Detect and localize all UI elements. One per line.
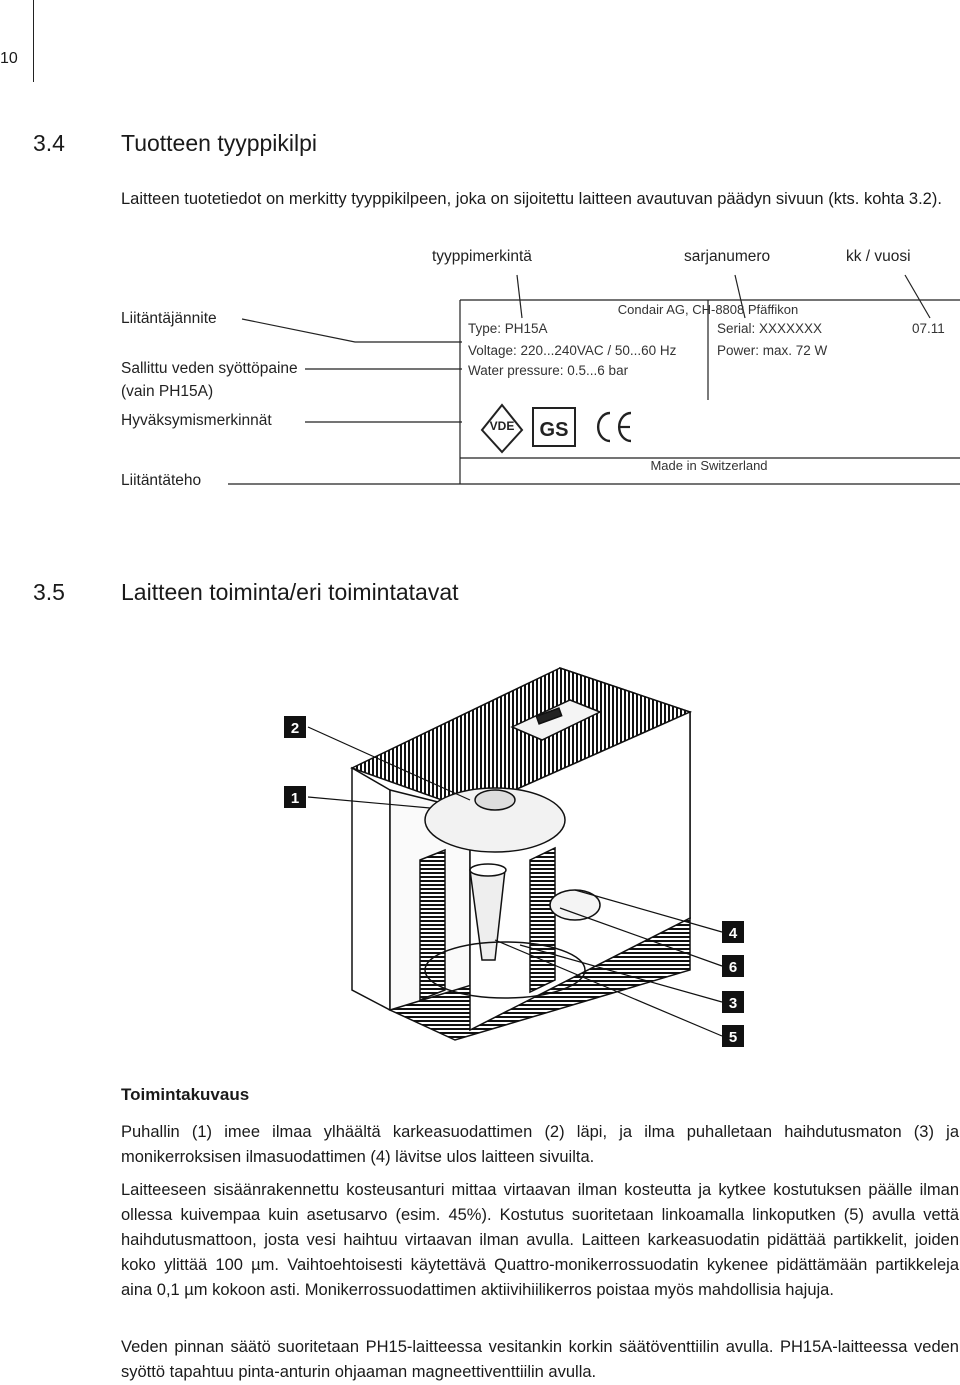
label-approvals: Hyväksymismerkinnät	[121, 412, 272, 429]
label-water-pressure-note: (vain PH15A)	[121, 383, 214, 400]
gs-mark-icon: GS	[532, 407, 576, 447]
callout-3: 3	[722, 991, 744, 1013]
plate-water-pressure: Water pressure: 0.5...6 bar	[468, 363, 629, 378]
label-water-pressure: Sallittu veden syöttöpaine	[121, 360, 298, 377]
description-paragraph-3: Veden pinnan säätö suoritetaan PH15-lait…	[121, 1338, 959, 1381]
svg-text:5: 5	[729, 1029, 737, 1046]
svg-text:6: 6	[729, 959, 737, 976]
svg-text:VDE: VDE	[490, 419, 515, 433]
plate-date: 07.11	[912, 321, 945, 336]
callout-6: 6	[722, 955, 744, 977]
label-power: Liitäntäteho	[121, 472, 202, 489]
description-heading: Toimintakuvaus	[121, 1085, 250, 1104]
plate-serial: Serial: XXXXXXX	[717, 321, 822, 336]
plate-power: Power: max. 72 W	[717, 343, 828, 358]
plate-voltage: Voltage: 220...240VAC / 50...60 Hz	[468, 343, 677, 358]
plate-manufacturer: Condair AG, CH-8808 Pfäffikon	[618, 302, 798, 317]
vde-mark-icon: VDE	[480, 403, 524, 454]
svg-text:GS: GS	[540, 419, 569, 441]
device-cutaway-illustration: 2 1 4 6 3 5	[284, 666, 744, 1047]
section-number: 3.5	[33, 579, 65, 605]
nameplate-diagram: Condair AG, CH-8808 Pfäffikon Type: PH15…	[228, 274, 960, 485]
label-month-year: kk / vuosi	[846, 248, 911, 265]
label-supply-voltage: Liitäntäjännite	[121, 310, 217, 327]
section-heading-3-5: 3.5 Laitteen toiminta/eri toimintatavat	[33, 579, 459, 606]
callout-4: 4	[722, 921, 744, 943]
section-title: Tuotteen tyyppikilpi	[121, 130, 318, 156]
description-paragraph-2: Laitteeseen sisäänrakennettu kosteusantu…	[121, 1181, 959, 1299]
page-number: 10	[0, 50, 18, 67]
label-type-designation: tyyppimerkintä	[432, 248, 532, 265]
section-intro: Laitteen tuotetiedot on merkitty tyyppik…	[121, 190, 942, 208]
ce-mark-icon	[597, 411, 632, 443]
svg-text:3: 3	[729, 995, 737, 1012]
description-paragraph-1: Puhallin (1) imee ilmaa ylhäältä karkeas…	[121, 1123, 959, 1166]
svg-text:2: 2	[291, 720, 299, 737]
section-heading-3-4: 3.4 Tuotteen tyyppikilpi	[33, 130, 317, 157]
page-number-divider	[33, 0, 34, 82]
plate-type: Type: PH15A	[468, 321, 548, 336]
svg-text:4: 4	[729, 925, 738, 942]
device-housing	[350, 666, 693, 1041]
plate-made-in: Made in Switzerland	[650, 458, 767, 473]
section-title: Laitteen toiminta/eri toimintatavat	[121, 579, 459, 605]
svg-text:1: 1	[291, 790, 299, 807]
callout-2: 2	[284, 716, 306, 738]
section-number: 3.4	[33, 130, 65, 156]
callout-1: 1	[284, 786, 306, 808]
callout-5: 5	[722, 1025, 744, 1047]
label-serial-number: sarjanumero	[684, 248, 771, 265]
